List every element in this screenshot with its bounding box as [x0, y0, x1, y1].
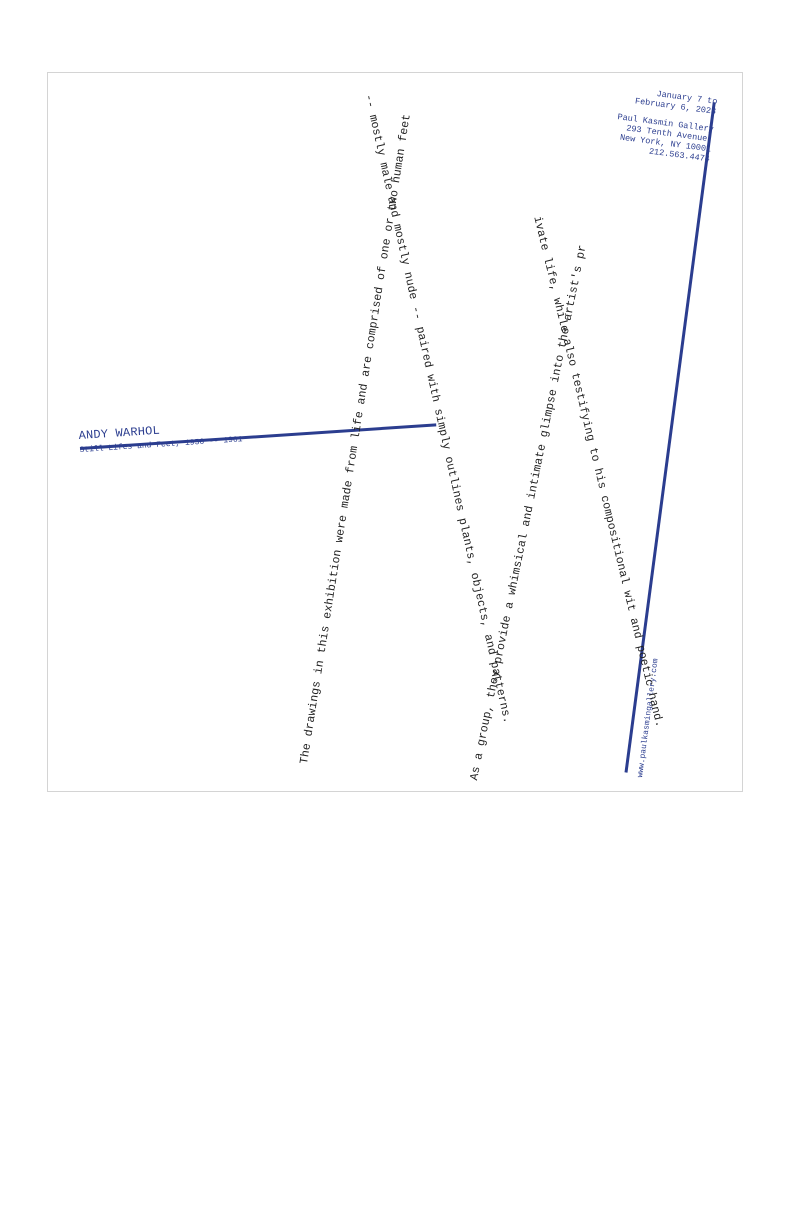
body-text-line-2: -- mostly male and mostly nude -- paired…: [361, 93, 514, 725]
body-text-line-3: As a group, they provide a whimsical and…: [468, 243, 590, 782]
exhibition-card: ANDY WARHOL Still Lifes and Feet, 1956 -…: [47, 72, 743, 792]
exhibition-title-block: ANDY WARHOL Still Lifes and Feet, 1956 -…: [78, 418, 243, 456]
info-rule: [624, 102, 716, 773]
gallery-info-block: January 7 to February 6, 2023 Paul Kasmi…: [613, 84, 718, 164]
body-text-line-4: ivate life, while also testifying to his…: [530, 215, 666, 729]
